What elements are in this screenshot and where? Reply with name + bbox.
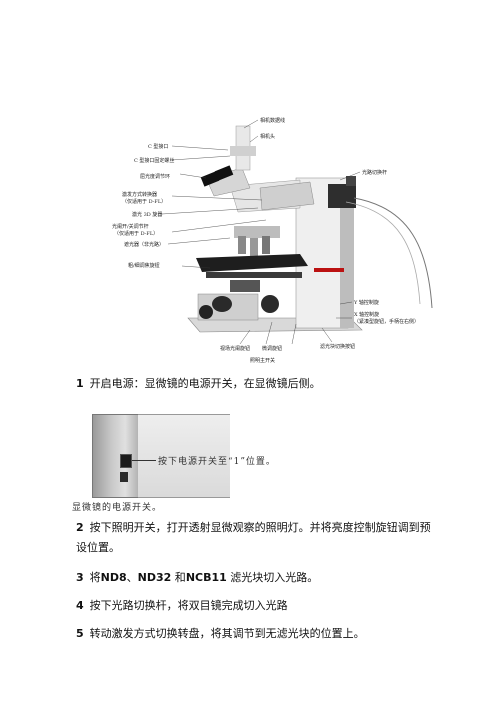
figure2-caption-right: 按下电源开关至“1”位置。	[158, 457, 276, 467]
callout-aperture-note: （仅适用于 D-FL）	[114, 231, 159, 237]
step-number: 1	[76, 377, 84, 390]
callout-field-diaphragm: 视场光阑旋钮	[220, 346, 251, 352]
step-1: 1 开启电源：显微镜的电源开关，在显微镜后侧。	[76, 374, 436, 394]
step-text: 转动激发方式切换转盘，将其调节到无滤光块的位置上。	[89, 627, 365, 640]
step-5: 5 转动激发方式切换转盘，将其调节到无滤光块的位置上。	[76, 624, 436, 644]
callout-camera-head: 相机头	[260, 134, 276, 140]
step-text: 开启电源：显微镜的电源开关，在显微镜后侧。	[89, 377, 321, 390]
callout-x-knob-note: （紧凑型旋钮，手柄在右侧）	[354, 319, 420, 325]
step-number: 5	[76, 627, 84, 640]
filter-ncb11: NCB11	[185, 571, 227, 584]
callout-shutter: 遮光器（非光路）	[124, 242, 165, 248]
callout-excitation-note: （仅适用于 D-FL）	[122, 199, 167, 205]
step-4: 4 按下光路切换杆，将双目镜完成切入光路	[76, 596, 436, 616]
callout-excitation-switch: 激发方式转换器	[122, 192, 158, 198]
figure2-caption-bottom: 显微镜的电源开关。	[72, 503, 163, 513]
microscope-illustration	[161, 119, 433, 345]
step-number: 2	[76, 521, 84, 534]
callout-main-switch: 照明主开关	[250, 358, 276, 364]
callout-x-knob: X 轴控制旋	[354, 312, 380, 318]
microscope-rear-body	[138, 414, 230, 498]
callout-aperture-lever: 光阑开/关调节杆	[112, 224, 149, 230]
callout-fine-focus: 微调旋钮	[262, 346, 283, 352]
filter-nd8: ND8	[100, 571, 127, 584]
callout-camera-cable: 相机数据线	[260, 118, 286, 124]
microscope-rear-panel	[92, 414, 140, 498]
callout-focus-knob: 粗/细调焦旋钮	[128, 263, 160, 269]
step-number: 3	[76, 571, 84, 584]
microscope-figure: 相机数据线 相机头 C 型接口 C 型接口固定螺丝 屈光度调节环 激发方式转换器…	[110, 108, 440, 370]
step-text: 按下照明开关，打开透射显微观察的照明灯。并将亮度控制旋钮调到预设位置。	[76, 521, 431, 554]
callout-laser-3d: 激光 3D 旋器	[132, 212, 163, 218]
callout-light-path-lever: 光路切换杆	[362, 170, 388, 176]
callout-c-port: C 型接口	[148, 144, 169, 150]
step-number: 4	[76, 599, 84, 612]
callout-y-knob: Y 轴控制旋	[354, 300, 379, 306]
step-text: 按下光路切换杆，将双目镜完成切入光路	[89, 599, 288, 612]
filter-nd32: ND32	[137, 571, 172, 584]
callout-c-port-screw: C 型接口固定螺丝	[134, 158, 175, 164]
callout-filter-button: 滤光块切换按钮	[320, 344, 356, 350]
callout-diopter-ring: 屈光度调节环	[140, 174, 171, 180]
pointer-line	[132, 460, 156, 461]
power-switch-icon	[120, 454, 132, 468]
power-switch-figure: 按下电源开关至“1”位置。 显微镜的电源开关。	[72, 414, 312, 513]
power-socket-icon	[120, 472, 128, 482]
